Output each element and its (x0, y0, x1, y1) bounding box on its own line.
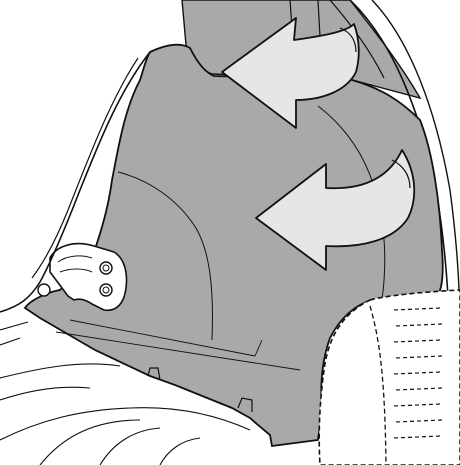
bracket-stud (38, 284, 50, 296)
bracket-hole-top (100, 262, 112, 274)
bracket-hole-bottom (100, 284, 112, 296)
